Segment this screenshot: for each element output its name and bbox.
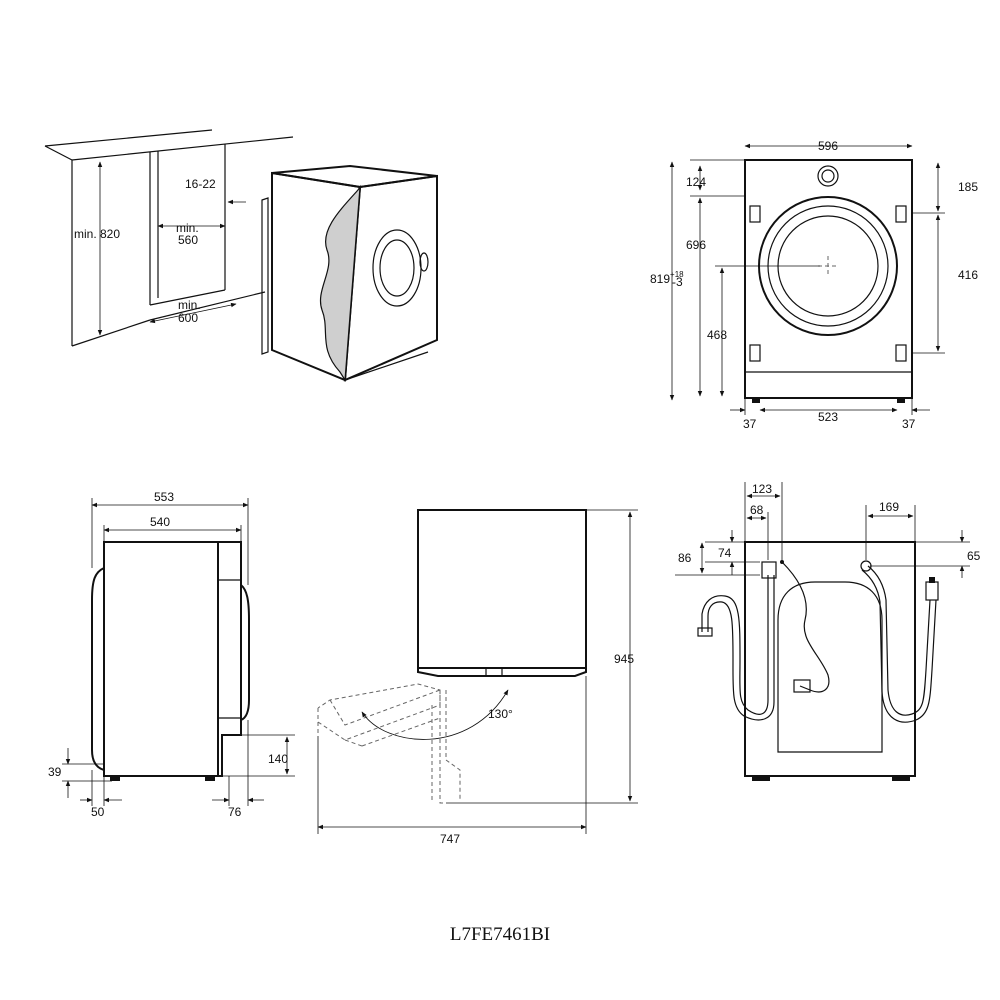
niche-width-value: 600: [178, 311, 198, 325]
front-height-468-label: 468: [707, 328, 727, 342]
rear-view: 123 68 169 74 86 65: [675, 482, 981, 781]
rear-dim-68-label: 68: [750, 503, 764, 517]
side-view: 553 540 39 140 50 76: [48, 490, 295, 819]
side-height-140-label: 140: [268, 752, 288, 766]
rear-dim-65-label: 65: [967, 549, 981, 563]
niche-height-label: min. 820: [74, 227, 120, 241]
installation-niche-view: min. 820 16-22 min. 560 min. 600: [44, 129, 438, 382]
side-back-76-label: 76: [228, 805, 242, 819]
side-front-50-label: 50: [91, 805, 105, 819]
door-height-945-label: 945: [614, 652, 634, 666]
front-top-offset-label: 124: [686, 175, 706, 189]
rear-dim-169-label: 169: [879, 500, 899, 514]
front-feet-span-label: 523: [818, 410, 838, 424]
door-angle-label: 130°: [488, 707, 513, 721]
rear-dim-86-label: 86: [678, 551, 692, 565]
front-height-tolerance-minus: -3: [672, 275, 683, 289]
door-depth-747-label: 747: [440, 832, 460, 846]
front-foot-right-label: 37: [902, 417, 916, 431]
front-width-label: 596: [818, 139, 838, 153]
front-right-416-label: 416: [958, 268, 978, 282]
rear-dim-123-label: 123: [752, 482, 772, 496]
gap-label: 16-22: [185, 177, 216, 191]
front-total-height-label: 819+18: [650, 270, 684, 286]
side-depth-553-label: 553: [154, 490, 174, 504]
side-height-39-label: 39: [48, 765, 62, 779]
door-opening-view: 130° 945 747: [317, 509, 638, 846]
front-height-696-label: 696: [686, 238, 706, 252]
front-foot-left-label: 37: [743, 417, 757, 431]
niche-depth-min-label: min.: [176, 221, 199, 235]
niche-width-min-label: min.: [178, 298, 201, 312]
front-view: 596 124 696 819+18 -3 468 185 416 523 37…: [650, 139, 978, 431]
model-name: L7FE7461BI: [449, 924, 551, 945]
rear-dim-74-label: 74: [718, 546, 732, 560]
niche-depth-value: 560: [178, 233, 198, 247]
front-top-right-label: 185: [958, 180, 978, 194]
side-depth-540-label: 540: [150, 515, 170, 529]
